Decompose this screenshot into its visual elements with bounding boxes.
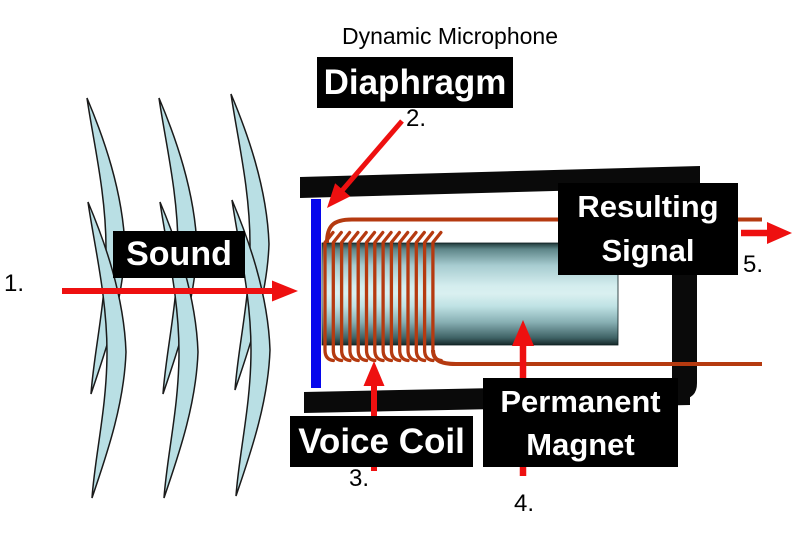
- coil-loop: [348, 230, 360, 363]
- sound-label-box: Sound: [113, 231, 245, 278]
- coil-loop: [422, 230, 435, 363]
- resulting-signal-label-line1: Resulting: [577, 189, 719, 224]
- coil-loop: [364, 230, 377, 363]
- coil-loop: [389, 230, 402, 363]
- diaphragm-membrane: [311, 199, 321, 388]
- coil-loop: [381, 230, 394, 363]
- wire-top: [325, 217, 762, 244]
- sound-arrow: [62, 280, 298, 302]
- diaphragm-arrow: [327, 119, 404, 208]
- permanent-magnet-label-line1: Permanent: [500, 383, 661, 419]
- coil-loop: [414, 230, 427, 363]
- resulting-signal-label-box: Resulting Signal: [558, 183, 738, 275]
- voice-coil-label-box: Voice Coil: [290, 416, 473, 467]
- permanent-magnet-label-box: Permanent Magnet: [483, 378, 678, 467]
- coil-loop: [331, 230, 344, 363]
- signal-wires: [325, 217, 762, 366]
- sound-wave-2: [158, 97, 199, 499]
- sound-wave-1: [86, 97, 127, 499]
- coil-loop: [339, 230, 352, 363]
- housing-top-bar: [300, 166, 700, 198]
- diaphragm-label-box: Diaphragm: [317, 57, 513, 108]
- wire-bottom: [431, 349, 762, 366]
- coil-loop: [398, 230, 410, 363]
- sound-wave-3: [230, 93, 271, 497]
- marker-2: 2.: [406, 105, 427, 132]
- coil-loop: [406, 230, 418, 363]
- sound-waves: [86, 93, 271, 499]
- coil-loop: [373, 230, 385, 363]
- marker-5: 5.: [743, 251, 764, 278]
- diaphragm-label: Diaphragm: [323, 62, 507, 102]
- resulting-signal-arrow: [741, 222, 792, 244]
- resulting-signal-label-line2: Signal: [601, 233, 695, 268]
- voice-coil-label: Voice Coil: [298, 421, 465, 461]
- sound-label: Sound: [126, 235, 232, 273]
- marker-1: 1.: [4, 270, 25, 297]
- coil-loop: [356, 230, 369, 363]
- voice-coil-windings: [323, 230, 443, 363]
- marker-3: 3.: [349, 465, 370, 492]
- diagram-title: Dynamic Microphone: [341, 23, 559, 49]
- coil-loop: [323, 230, 335, 363]
- permanent-magnet-label-line2: Magnet: [526, 426, 635, 462]
- marker-4: 4.: [514, 490, 535, 517]
